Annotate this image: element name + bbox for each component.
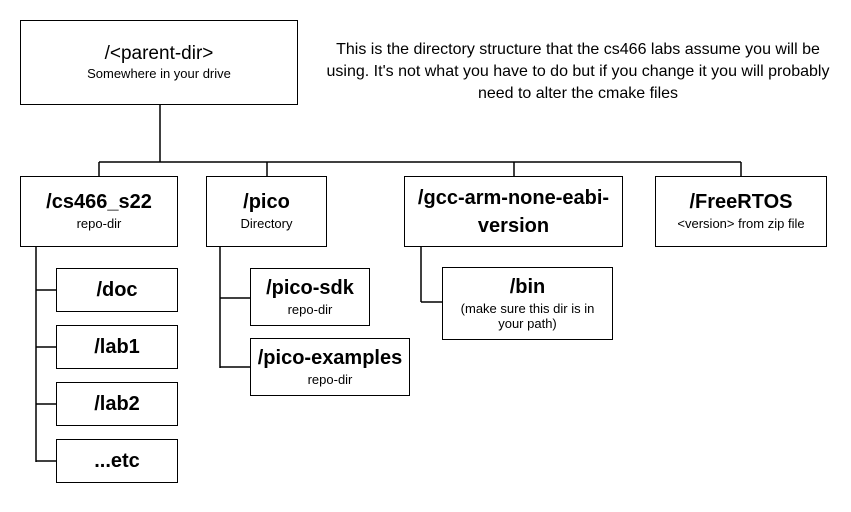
etc-dir-box: ...etc	[56, 439, 178, 483]
etc-dir-title: ...etc	[94, 449, 140, 472]
pico-sdk-dir-title: /pico-sdk	[266, 276, 354, 299]
root-dir-box: /<parent-dir> Somewhere in your drive	[20, 20, 298, 105]
root-dir-subtitle: Somewhere in your drive	[87, 66, 231, 82]
lab1-dir-title: /lab1	[94, 335, 140, 358]
gcc-dir-box: /gcc-arm-none-eabi-version	[404, 176, 623, 247]
freertos-dir-title: /FreeRTOS	[689, 191, 793, 214]
lab2-dir-box: /lab2	[56, 382, 178, 426]
cs466-dir-box: /cs466_s22 repo-dir	[20, 176, 178, 247]
doc-dir-title: /doc	[96, 278, 138, 301]
pico-dir-subtitle: Directory	[240, 216, 293, 232]
lab2-dir-title: /lab2	[94, 392, 140, 415]
bin-dir-title: /bin	[509, 275, 546, 298]
gcc-dir-title: /gcc-arm-none-eabi-version	[417, 186, 610, 237]
doc-dir-box: /doc	[56, 268, 178, 312]
pico-sdk-dir-subtitle: repo-dir	[287, 301, 333, 317]
pico-dir-title: /pico	[243, 191, 290, 214]
pico-examples-dir-title: /pico-examples	[257, 346, 403, 369]
pico-examples-dir-subtitle: repo-dir	[307, 371, 353, 387]
note-text: This is the directory structure that the…	[326, 41, 830, 102]
cs466-dir-title: /cs466_s22	[46, 191, 152, 214]
root-dir-title: /<parent-dir>	[104, 42, 214, 64]
cs466-dir-subtitle: repo-dir	[76, 216, 122, 232]
lab1-dir-box: /lab1	[56, 325, 178, 369]
pico-sdk-dir-box: /pico-sdk repo-dir	[250, 268, 370, 326]
bin-dir-subtitle: (make sure this dir is in your path)	[460, 300, 595, 331]
pico-examples-dir-box: /pico-examples repo-dir	[250, 338, 410, 396]
bin-dir-box: /bin (make sure this dir is in your path…	[442, 267, 613, 340]
pico-dir-box: /pico Directory	[206, 176, 327, 247]
freertos-dir-box: /FreeRTOS <version> from zip file	[655, 176, 827, 247]
freertos-dir-subtitle: <version> from zip file	[677, 216, 805, 232]
